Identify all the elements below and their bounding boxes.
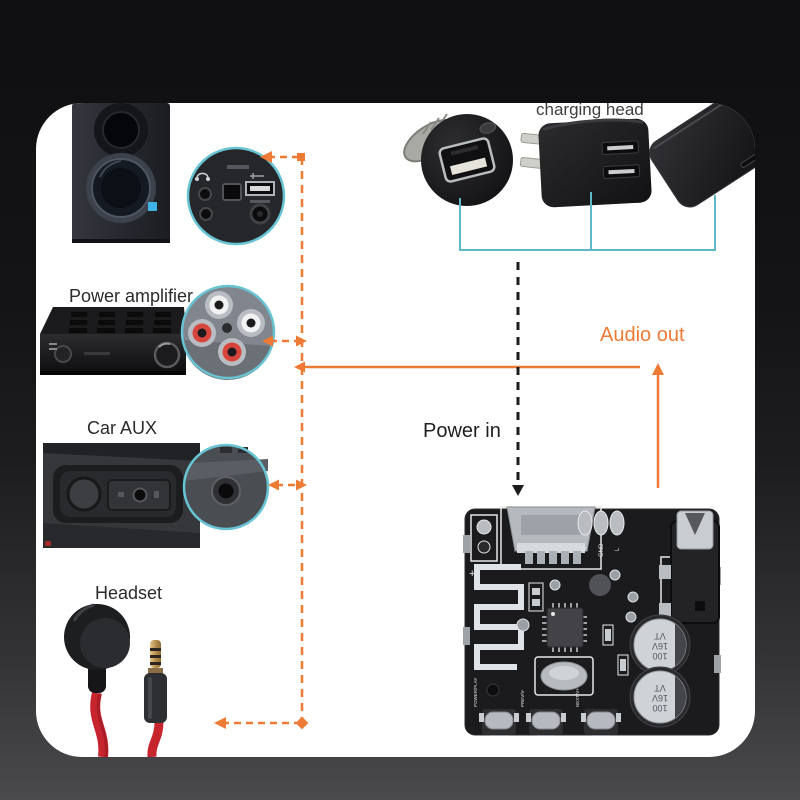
power-bank-photo xyxy=(649,103,755,208)
audio-out-solid-line xyxy=(294,361,664,488)
power-in-line xyxy=(512,262,524,496)
usb-wall-charger-photo xyxy=(519,118,652,208)
bluetooth-receiver-board: + R GND L xyxy=(463,506,721,736)
micro-usb-connector xyxy=(500,506,602,570)
rca-red-1 xyxy=(188,319,216,347)
usb-icon xyxy=(250,173,264,179)
bluetooth-antenna-trace xyxy=(474,564,524,670)
arrow-to-amplifier xyxy=(262,335,273,347)
aux-hole xyxy=(218,483,234,499)
speaker-ports-inset xyxy=(186,146,286,246)
cap1-value: 100 xyxy=(652,651,667,661)
audio-pads: R GND L xyxy=(577,510,625,557)
rca-white-1 xyxy=(205,291,233,319)
arrow-down-power-in xyxy=(512,485,524,496)
car-aux-photo xyxy=(43,443,200,548)
amp-small-knob xyxy=(54,345,72,363)
arrow-to-car-aux xyxy=(268,479,279,491)
cap1-voltage: 16V xyxy=(652,641,668,651)
car-aux-jack xyxy=(132,487,148,503)
pad-label-l: L xyxy=(615,547,621,551)
pad-label-r: R xyxy=(583,546,589,551)
usb-car-charger-photo xyxy=(403,113,513,206)
cap2-value: 100 xyxy=(652,703,667,713)
button-next: NEXT/V+ xyxy=(575,688,621,735)
board-audio-jack xyxy=(659,510,720,624)
studio-speaker-photo xyxy=(72,103,170,243)
aux-port xyxy=(198,187,212,201)
charger-bracket-line xyxy=(459,192,716,251)
arrow-to-speaker xyxy=(260,151,272,163)
arrow-up-audio-out xyxy=(652,363,664,375)
pcb-plus-mark: + xyxy=(469,568,475,580)
audio-out-label: Audio out xyxy=(600,324,685,346)
board-buttons: POWER/PLAY PREV/V- NEXT/V+ xyxy=(473,678,621,735)
capacitor-2: 100 16V VT xyxy=(629,666,691,728)
car-aux-inset xyxy=(182,443,270,531)
pad-label-gnd: GND xyxy=(599,543,605,557)
button-label-prev: PREV/V- xyxy=(520,689,525,707)
car-knob xyxy=(66,476,102,512)
headset-cable xyxy=(90,691,109,757)
speaker-led xyxy=(148,202,157,211)
audio-out-dashed-bus xyxy=(222,155,304,725)
product-card: + R GND L xyxy=(36,103,755,757)
rca-jacks-inset xyxy=(180,284,276,380)
headset-jack-plug xyxy=(144,640,167,757)
button-label-next: NEXT/V+ xyxy=(575,688,580,707)
button-prev: PREV/V- xyxy=(520,689,566,735)
crystal-oscillator xyxy=(534,656,594,696)
power-bank-port xyxy=(740,154,755,168)
power-in-label: Power in xyxy=(423,420,501,442)
main-ic-chip xyxy=(542,603,587,652)
button-label-power: POWER/PLAY xyxy=(473,678,478,707)
cap2-brand: VT xyxy=(654,683,666,693)
headset-label: Headset xyxy=(95,583,163,603)
power-amplifier-photo xyxy=(40,307,186,375)
small-components xyxy=(486,569,639,697)
diagram-artwork: + R GND L xyxy=(40,103,755,757)
rca-red-2 xyxy=(218,338,246,366)
cap1-brand: VT xyxy=(654,631,666,641)
cap2-voltage: 16V xyxy=(652,693,668,703)
power-amplifier-label: Power amplifier xyxy=(69,286,194,306)
amp-volume-knob xyxy=(153,341,181,369)
car-aux-label: Car AUX xyxy=(87,418,158,438)
headphone-icon xyxy=(196,172,209,178)
optical-port xyxy=(222,183,242,201)
rca-white-2 xyxy=(237,309,265,337)
button-power-play: POWER/PLAY xyxy=(473,678,519,735)
capacitor-1: 100 16V VT xyxy=(629,614,691,676)
arrow-to-headset xyxy=(214,717,226,729)
charging-head-label: charging head xyxy=(536,103,644,119)
headset-photo xyxy=(64,603,167,757)
